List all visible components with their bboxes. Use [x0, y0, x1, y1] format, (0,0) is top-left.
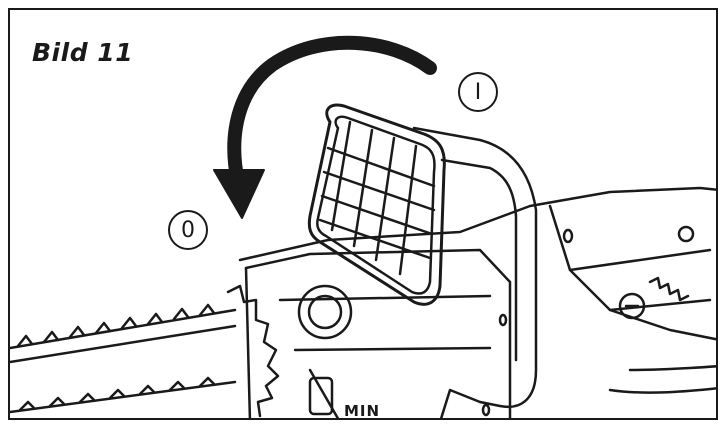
on-position-label: I	[458, 72, 498, 112]
saw-chain	[10, 284, 280, 418]
hand-guard	[307, 103, 538, 418]
chainsaw-illustration	[10, 35, 716, 418]
figure-caption: Bild 11	[32, 38, 134, 67]
figure-frame: Bild 11 I 0 MIN	[8, 8, 718, 420]
curved-arrow-icon	[213, 35, 437, 219]
oil-min-marker: MIN	[344, 402, 381, 420]
off-position-label: 0	[168, 210, 208, 250]
motor-housing	[238, 186, 716, 418]
